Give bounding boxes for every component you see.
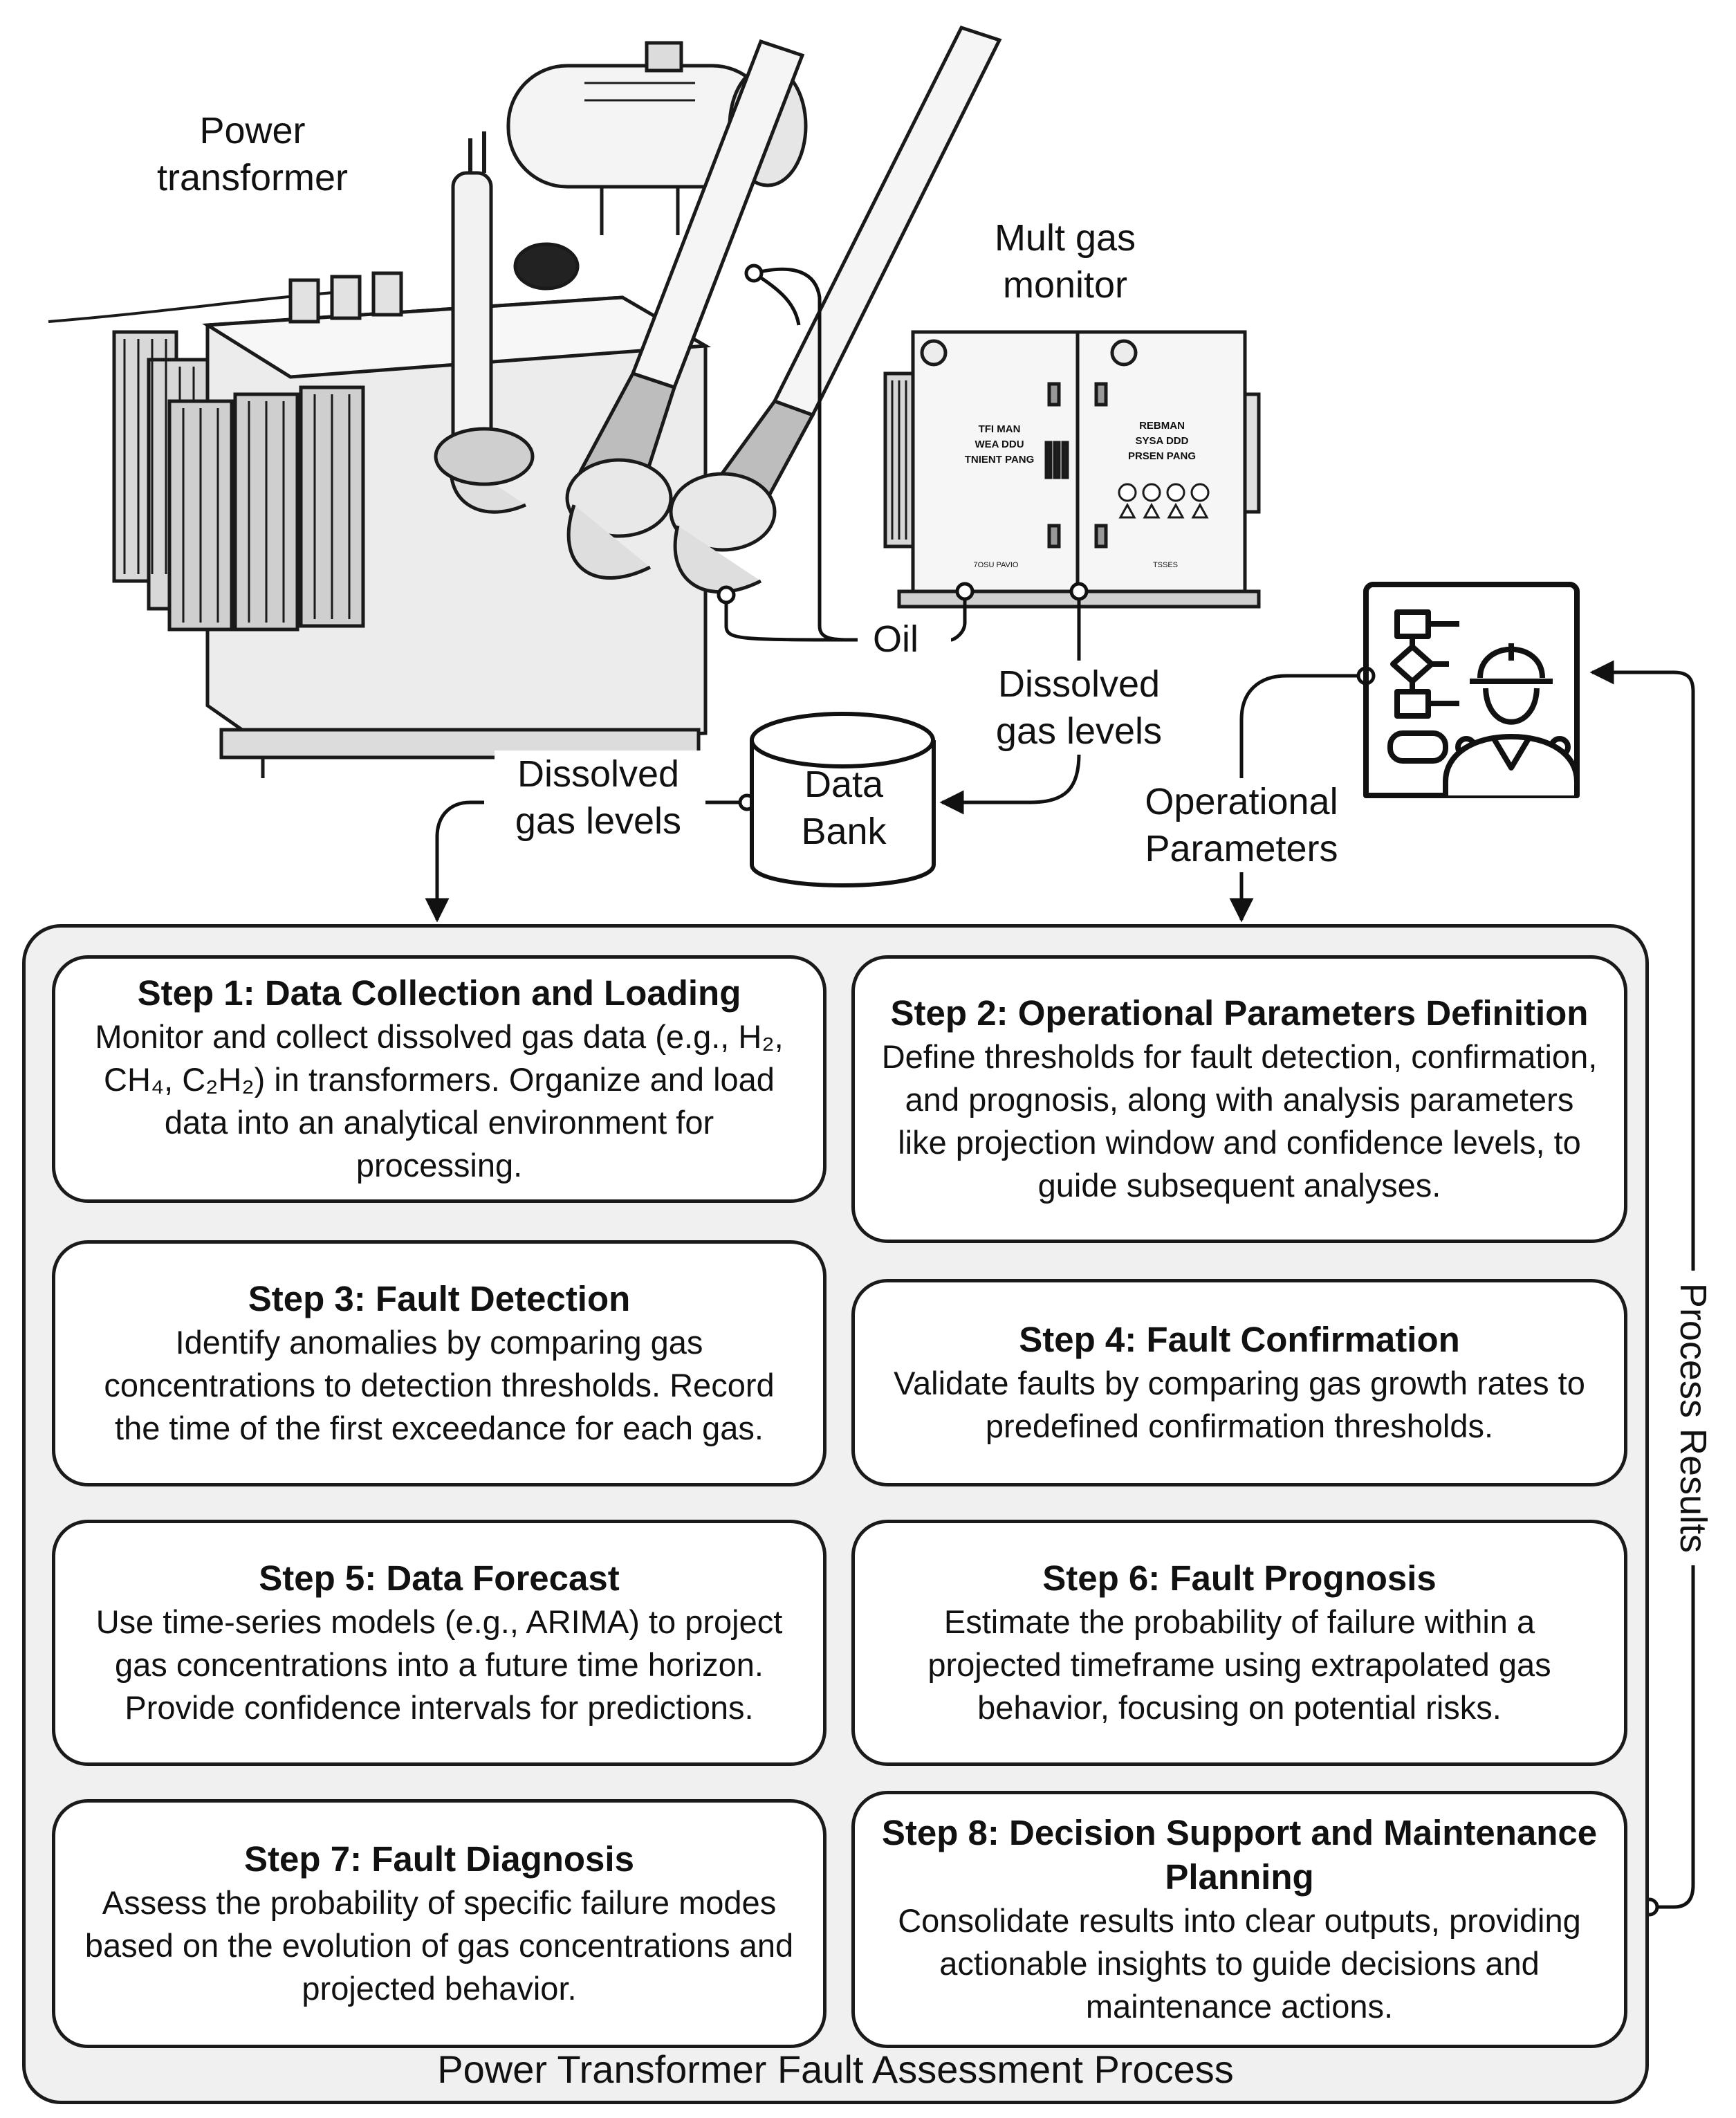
oil-tap-point-top [744, 264, 764, 283]
dissolved-gas-levels-label-right: Dissolved gas levels [975, 661, 1183, 755]
monitor-gas-port [1069, 582, 1089, 601]
step-2-title: Step 2: Operational Parameters Definitio… [890, 993, 1589, 1033]
step-7-description: Assess the probability of specific failu… [84, 1884, 794, 2007]
step-4-box: Step 4: Fault Confirmation Validate faul… [851, 1279, 1627, 1486]
step-7-box: Step 7: Fault Diagnosis Assess the proba… [52, 1799, 827, 2048]
step-5-title: Step 5: Data Forecast [259, 1558, 620, 1598]
step-4-title: Step 4: Fault Confirmation [1019, 1320, 1460, 1359]
dissolved-gas-to-databank-arrow [939, 599, 1081, 815]
step-6-box: Step 6: Fault Prognosis Estimate the pro… [851, 1520, 1627, 1766]
monitor-left-foot: 7OSU PAVIO [973, 561, 1019, 569]
step-1-box: Step 1: Data Collection and Loading Moni… [52, 955, 827, 1203]
step-8-title: Step 8: Decision Support and Maintenance… [881, 1813, 1598, 1897]
operational-parameters-label: Operational Parameters [1120, 778, 1363, 872]
monitor-right-foot: TSSES [1152, 561, 1179, 569]
monitor-left-panel-text: TFI MAN WEA DDU TNIENT PANG [964, 423, 1035, 466]
power-transformer-illustration [48, 25, 1002, 778]
gas-monitor-label: Mult gas monitor [994, 217, 1136, 306]
step-2-box: Step 2: Operational Parameters Definitio… [851, 955, 1627, 1243]
step-8-description: Consolidate results into clear outputs, … [898, 1902, 1581, 2025]
step-6-title: Step 6: Fault Prognosis [1042, 1558, 1437, 1598]
dissolved-gas-to-step1-arrow [425, 800, 484, 923]
step-2-description: Define thresholds for fault detection, c… [881, 1038, 1598, 1204]
engineer-control-panel-icon [1363, 582, 1580, 798]
step-5-description: Use time-series models (e.g., ARIMA) to … [95, 1603, 783, 1726]
step-3-box: Step 3: Fault Detection Identify anomali… [52, 1240, 827, 1486]
process-title: Power Transformer Fault Assessment Proce… [437, 2047, 1234, 2091]
oil-tap-point-bottom [717, 585, 736, 605]
fault-assessment-process-panel: Step 1: Data Collection and Loading Moni… [22, 924, 1649, 2104]
step-1-title: Step 1: Data Collection and Loading [137, 973, 741, 1013]
step-6-description: Estimate the probability of failure with… [927, 1603, 1551, 1726]
step-8-box: Step 8: Decision Support and Maintenance… [851, 1791, 1627, 2048]
data-bank-cylinder [750, 712, 936, 887]
oil-label: Oil [858, 616, 934, 663]
monitor-right-panel-text: REBMAN SYSA DDD PRSEN PANG [1127, 420, 1197, 462]
oil-connector [724, 267, 967, 642]
step-1-description: Monitor and collect dissolved gas data (… [95, 1018, 784, 1184]
multi-gas-monitor-illustration [883, 330, 1261, 609]
dissolved-gas-levels-label-left: Dissolved gas levels [495, 750, 702, 845]
step-5-box: Step 5: Data Forecast Use time-series mo… [52, 1520, 827, 1766]
step-4-description: Validate faults by comparing gas growth … [894, 1365, 1585, 1444]
data-bank-label: Data Bank [801, 764, 887, 852]
process-results-label: Process Results [1671, 1270, 1715, 1566]
engineer-out-line [1239, 674, 1361, 782]
step-7-title: Step 7: Fault Diagnosis [244, 1839, 634, 1879]
step-3-title: Step 3: Fault Detection [248, 1279, 631, 1318]
step-3-description: Identify anomalies by comparing gas conc… [104, 1324, 775, 1446]
monitor-oil-port [955, 582, 975, 601]
power-transformer-label: Power transformer [156, 110, 349, 199]
